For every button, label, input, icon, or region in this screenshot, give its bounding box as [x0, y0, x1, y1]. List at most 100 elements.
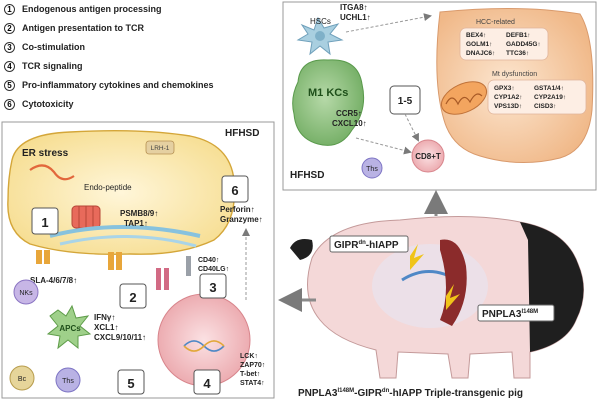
ths-cell-left	[55, 367, 81, 393]
step6-label: 6	[231, 183, 238, 198]
step3-box	[199, 273, 227, 299]
hsc-arrow	[345, 13, 432, 33]
mt-gene: CISD3↑	[534, 103, 556, 110]
pnpla3-label-box	[477, 304, 555, 322]
mitochondria-icon	[440, 81, 488, 115]
hsc-gene: UCHL1↑	[340, 13, 371, 22]
hcc-title: HCC-related	[476, 19, 515, 26]
step2-label: 2	[129, 290, 136, 305]
mt-gene: CYP1A2↑	[494, 94, 523, 101]
step5-label: 5	[127, 376, 134, 391]
legend-label: Pro-inflammatory cytokines and chemokine…	[22, 80, 214, 90]
bc-label: Bc	[18, 376, 27, 383]
step1-label: 1	[41, 215, 48, 230]
tbet-label: T-bet↑	[240, 371, 260, 378]
nk-cell	[13, 279, 39, 305]
legend-number: 2	[4, 22, 15, 34]
ths-cell-top	[361, 157, 383, 179]
hscs-label: HSCs	[310, 17, 331, 26]
legend-item: 2 Antigen presentation to TCR	[4, 19, 254, 37]
ths-label-left: Ths	[62, 378, 74, 385]
step1-box	[31, 207, 59, 235]
gipr-label: GIPRdn-hIAPP	[334, 240, 399, 251]
kc-gene: CXCL10↑	[332, 119, 367, 128]
cd40lg-label: CD40LG↑	[198, 266, 229, 273]
psmb-label: PSMB8/9↑	[120, 209, 158, 218]
legend-number: 6	[4, 98, 15, 110]
legend-item: 4 TCR signaling	[4, 57, 254, 75]
pig-illustration	[290, 215, 584, 379]
lck-label: LCK↑	[240, 353, 258, 360]
legend-label: Endogenous antigen processing	[22, 4, 162, 14]
steps-label: 1-5	[398, 96, 413, 107]
step4-box	[193, 369, 221, 395]
mt-gene: CYP2A19↑	[534, 94, 566, 101]
legend-label: Antigen presentation to TCR	[22, 23, 144, 33]
er-stress-label: ER stress	[22, 148, 69, 159]
legend-number: 4	[4, 60, 15, 72]
hcc-gene: GOLM1↑	[466, 41, 492, 48]
legend-item: 1 Endogenous antigen processing	[4, 0, 254, 18]
m1-kcs-label: M1 KCs	[308, 87, 348, 99]
cd40-label: CD40↑	[198, 257, 219, 264]
hsc-gene: ITGA8↑	[340, 3, 368, 12]
cd8t-cell	[411, 139, 445, 173]
mt-gene-box	[487, 79, 587, 115]
perforin-label: Perforin↑	[220, 205, 255, 214]
er-membrane	[49, 225, 201, 238]
nks-label: NKs	[19, 290, 33, 297]
kc-gene: CCR5↑	[336, 109, 362, 118]
tap1-label: TAP1↑	[124, 219, 148, 228]
legend-number: 1	[4, 3, 15, 15]
cxcl-label: CXCL9/10/11↑	[94, 333, 146, 342]
mt-gene: GSTA1/4↑	[534, 85, 564, 92]
hfhsd-label-top: HFHSD	[290, 170, 324, 181]
tcr-receptor-icon	[156, 256, 191, 290]
stat4-label: STAT4↑	[240, 380, 265, 387]
b-cell	[9, 365, 35, 391]
mhc-molecule-icon	[36, 250, 122, 270]
gipr-label-box	[329, 235, 409, 253]
legend-label: TCR signaling	[22, 61, 83, 71]
cd8t-label: CD8+T	[415, 152, 441, 161]
ths-label-top: Ths	[366, 166, 378, 173]
lrh1-box	[145, 140, 175, 155]
m1-kc-cell	[292, 59, 365, 146]
mt-title: Mt dysfunction	[492, 71, 537, 78]
legend-number: 5	[4, 79, 15, 91]
kc-arrow	[355, 137, 412, 155]
step2-box	[119, 283, 147, 309]
er-membrane	[59, 235, 197, 248]
apc-cell	[46, 304, 92, 350]
pnpla3-label: PNPLA3I148M	[482, 309, 538, 320]
legend-label: Co-stimulation	[22, 42, 85, 52]
lrh1-label: LRH-1	[151, 145, 170, 152]
hcc-gene: TTC36↑	[506, 50, 529, 57]
hcc-gene: DNAJC6↑	[466, 50, 495, 57]
hcc-gene: DEFB1↑	[506, 32, 531, 39]
hsc-cell	[296, 16, 344, 56]
proteasome-icon	[71, 205, 101, 229]
hcc-gene-box	[459, 27, 549, 61]
hcc-gene: GADD45G↑	[506, 41, 541, 48]
mt-gene: VPS13D↑	[494, 103, 522, 110]
er-squiggle-icon	[29, 164, 75, 181]
step6-box	[221, 175, 249, 203]
granzyme-label: Granzyme↑	[220, 215, 263, 224]
pig-caption: PNPLA3I148M-GIPRdn-hIAPP Triple-transgen…	[298, 388, 523, 399]
step5-box	[117, 369, 145, 395]
hepatocyte-left	[7, 129, 236, 255]
hcc-gene: BEX4↑	[466, 32, 486, 39]
zap70-label: ZAP70↑	[240, 362, 265, 369]
sla-label: SLA-4/6/7/8↑	[30, 276, 77, 285]
mt-gene: GPX3↑	[494, 85, 515, 92]
ifny-label: IFNγ↑	[94, 313, 115, 322]
legend: 1 Endogenous antigen processing 2 Antigen …	[4, 0, 254, 114]
legend-item: 5 Pro-inflammatory cytokines and chemokin…	[4, 76, 254, 94]
step4-label: 4	[203, 376, 211, 391]
dna-icon	[183, 340, 225, 352]
